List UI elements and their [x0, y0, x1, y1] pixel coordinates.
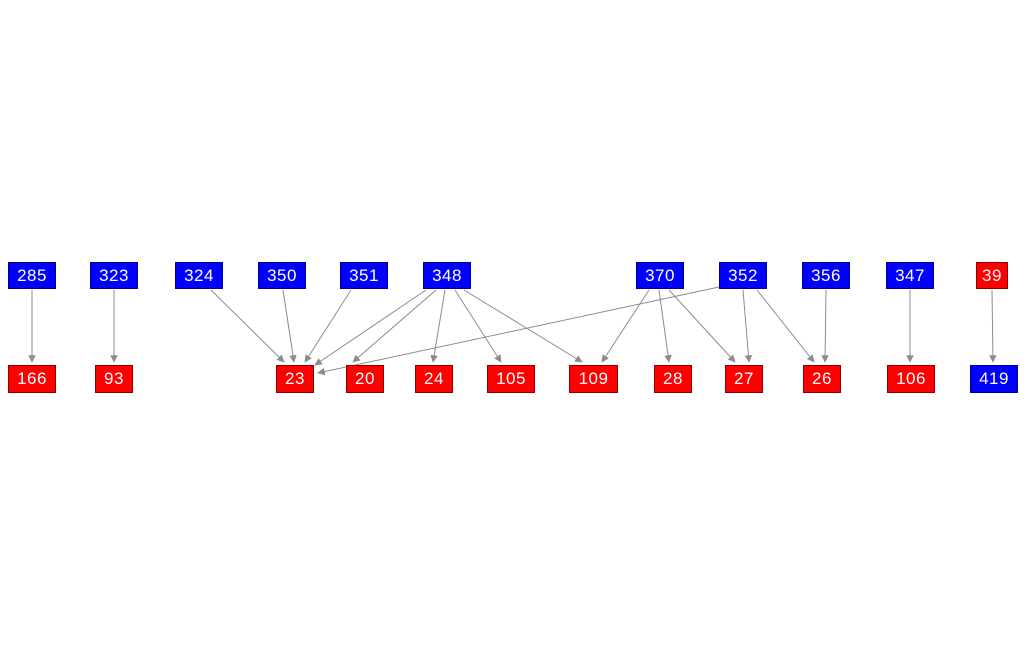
- edge-370-27: [668, 289, 736, 363]
- edge-348-23: [314, 289, 427, 366]
- node-106: 106: [887, 365, 935, 393]
- edge-348-20: [352, 289, 437, 363]
- node-347: 347: [886, 262, 934, 289]
- node-109: 109: [569, 365, 618, 393]
- node-356: 356: [802, 262, 850, 289]
- edge-348-109: [463, 289, 583, 363]
- node-419: 419: [970, 365, 1018, 393]
- node-105: 105: [487, 365, 535, 393]
- node-350: 350: [258, 262, 306, 289]
- node-166: 166: [8, 365, 56, 393]
- node-23: 23: [276, 365, 314, 393]
- node-24: 24: [415, 365, 453, 393]
- edge-351-23: [304, 289, 352, 363]
- node-26: 26: [803, 365, 841, 393]
- node-285: 285: [8, 262, 56, 289]
- edge-356-26: [821, 289, 829, 363]
- node-324: 324: [175, 262, 223, 289]
- edge-39-419: [989, 289, 997, 363]
- edge-348-24: [430, 289, 446, 363]
- edge-352-26: [756, 289, 815, 363]
- node-27: 27: [725, 365, 763, 393]
- node-348: 348: [423, 262, 471, 289]
- node-28: 28: [654, 365, 692, 393]
- node-351: 351: [340, 262, 388, 289]
- node-370: 370: [636, 262, 684, 289]
- node-352: 352: [719, 262, 767, 289]
- edge-370-28: [658, 289, 672, 363]
- edge-352-27: [742, 289, 753, 363]
- edge-350-23: [282, 289, 297, 363]
- edge-348-105: [454, 289, 502, 363]
- edge-352-23: [317, 286, 720, 376]
- edge-324-23: [210, 289, 285, 363]
- edge-370-109: [601, 289, 650, 363]
- node-323: 323: [90, 262, 138, 289]
- node-20: 20: [346, 365, 384, 393]
- node-93: 93: [95, 365, 133, 393]
- node-39: 39: [976, 262, 1008, 289]
